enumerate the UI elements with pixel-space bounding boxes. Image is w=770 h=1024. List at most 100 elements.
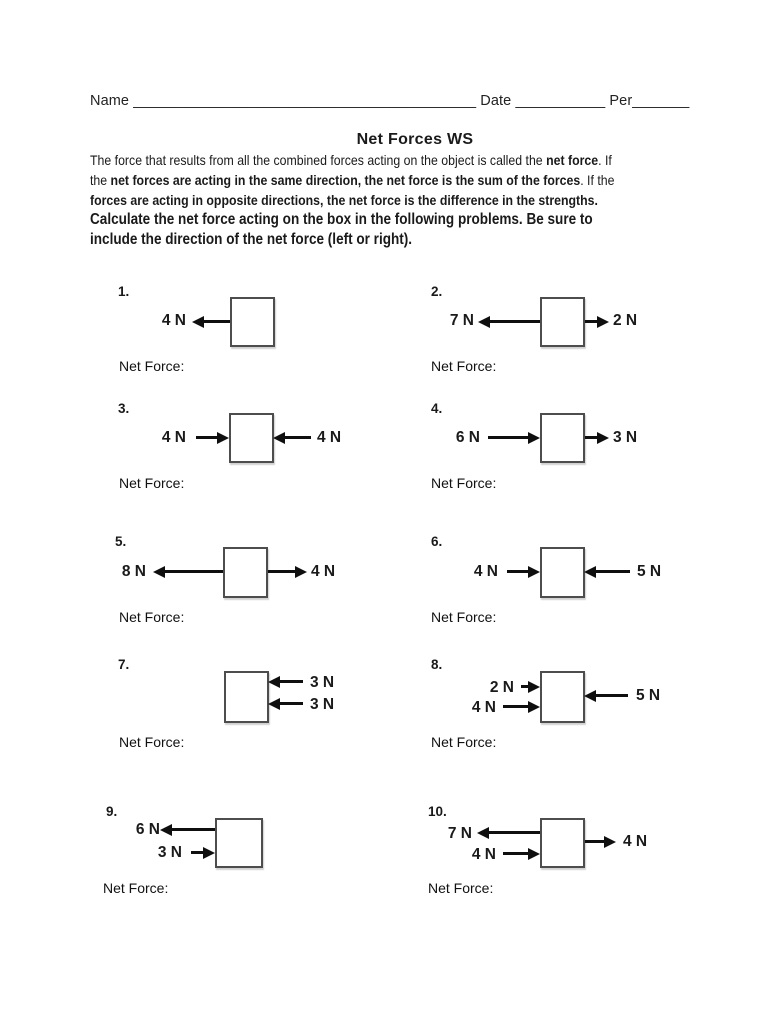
page-title: Net Forces WS: [356, 131, 474, 148]
arrowhead-right-icon: [528, 700, 540, 713]
arrowhead-left-icon: [477, 826, 489, 839]
intro-text-segment: . If the: [580, 171, 615, 188]
net-force-label: Net Force:: [428, 880, 494, 896]
force-label: 4 N: [317, 429, 342, 446]
arrowhead-right-icon: [597, 431, 609, 444]
force-label: 4 N: [623, 833, 648, 850]
force-arrow-left: [584, 689, 628, 702]
arrowhead-left-icon: [478, 315, 490, 328]
name-label: Name: [90, 93, 130, 109]
net-force-label: Net Force:: [119, 609, 185, 625]
force-label: 2 N: [489, 679, 514, 696]
arrowhead-left-icon: [160, 823, 172, 836]
problem-number: 2.: [431, 284, 443, 299]
arrowhead-right-icon: [295, 565, 307, 578]
force-arrow-right: [503, 847, 540, 860]
force-arrow-right: [585, 835, 616, 848]
force-box: [215, 818, 263, 868]
arrowhead-right-icon: [528, 680, 540, 693]
force-arrow-right: [488, 431, 540, 444]
name-blank: ________________________________________…: [133, 93, 477, 109]
net-force-label: Net Force:: [103, 880, 169, 896]
force-box: [540, 413, 585, 463]
arrowhead-right-icon: [203, 846, 215, 859]
force-arrow-left: [268, 675, 303, 688]
force-arrow-right: [268, 565, 307, 578]
force-arrow-right: [585, 431, 609, 444]
per-label: Per: [609, 93, 633, 109]
force-box: [540, 547, 585, 598]
arrowhead-right-icon: [597, 315, 609, 328]
date-blank: ___________: [515, 93, 606, 109]
force-arrow-right: [521, 680, 540, 693]
per-blank: _______: [632, 93, 690, 109]
force-box: [230, 297, 275, 347]
arrowhead-left-icon: [584, 565, 596, 578]
force-box: [540, 297, 585, 347]
net-force-label: Net Force:: [431, 475, 497, 491]
force-label: 5 N: [637, 563, 662, 580]
intro-line: The force that results from all the comb…: [90, 151, 671, 171]
arrowhead-left-icon: [192, 315, 204, 328]
problem-number: 7.: [118, 657, 130, 672]
intro-text-segment: net force: [546, 152, 599, 168]
intro-text-segment: the: [90, 171, 111, 188]
intro-text-segment: forces are acting in opposite directions…: [90, 191, 598, 208]
intro-text-segment: The force that results from all the comb…: [90, 152, 547, 168]
force-arrow-left: [477, 826, 540, 839]
force-arrow-left: [268, 697, 303, 710]
arrowhead-left-icon: [268, 697, 280, 710]
intro-line: the net forces are acting in the same di…: [90, 171, 671, 191]
intro-paragraph: The force that results from all the comb…: [90, 151, 750, 250]
force-label: 3 N: [310, 674, 335, 691]
intro-line: include the direction of the net force (…: [90, 230, 671, 250]
problem-number: 10.: [428, 804, 447, 819]
force-label: 4 N: [473, 563, 498, 580]
arrowhead-right-icon: [528, 431, 540, 444]
header-line: Name ___________________________________…: [90, 93, 689, 109]
force-label: 4 N: [161, 312, 186, 329]
force-box: [540, 671, 585, 723]
force-label: 6 N: [455, 429, 480, 446]
arrowhead-left-icon: [273, 431, 285, 444]
force-label: 7 N: [449, 312, 474, 329]
intro-text-segment: . If: [598, 152, 612, 168]
intro-text-segment: include the direction of the net force (…: [90, 231, 413, 249]
arrowhead-right-icon: [604, 835, 616, 848]
force-label: 4 N: [161, 429, 186, 446]
force-label: 8 N: [121, 563, 146, 580]
problem-number: 3.: [118, 401, 130, 416]
force-arrow-left: [153, 565, 223, 578]
force-box: [540, 818, 585, 868]
force-arrow-right: [196, 431, 229, 444]
force-label: 5 N: [636, 687, 661, 704]
force-arrow-left: [478, 315, 540, 328]
arrowhead-right-icon: [528, 847, 540, 860]
arrowhead-right-icon: [217, 431, 229, 444]
net-force-label: Net Force:: [119, 734, 185, 750]
net-force-label: Net Force:: [431, 358, 497, 374]
net-force-label: Net Force:: [119, 475, 185, 491]
force-box: [223, 547, 268, 598]
force-arrow-left: [273, 431, 311, 444]
arrowhead-left-icon: [268, 675, 280, 688]
force-label: 3 N: [157, 844, 182, 861]
force-arrow-right: [191, 846, 215, 859]
date-label: Date: [480, 93, 512, 109]
force-label: 6 N: [135, 821, 160, 838]
force-label: 3 N: [613, 429, 638, 446]
intro-text-segment: net forces are acting in the same direct…: [110, 171, 581, 188]
problem-number: 5.: [115, 534, 127, 549]
force-box: [224, 671, 269, 723]
intro-line: forces are acting in opposite directions…: [90, 191, 671, 211]
force-arrow-left: [192, 315, 230, 328]
force-arrow-right: [503, 700, 540, 713]
problem-number: 6.: [431, 534, 443, 549]
force-label: 4 N: [311, 563, 336, 580]
net-force-label: Net Force:: [431, 734, 497, 750]
force-arrow-left: [160, 823, 215, 836]
force-arrow-left: [584, 565, 630, 578]
force-box: [229, 413, 274, 463]
problem-number: 1.: [118, 284, 130, 299]
force-arrow-right: [507, 565, 540, 578]
